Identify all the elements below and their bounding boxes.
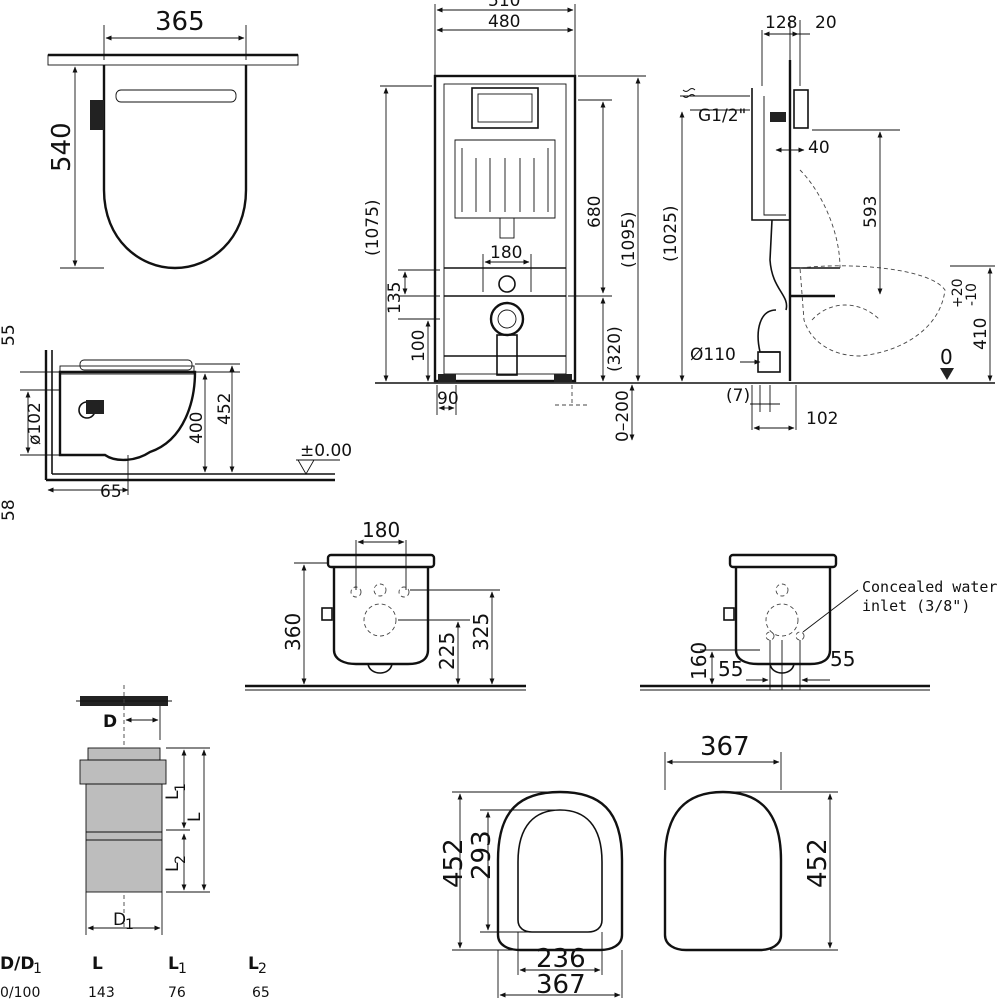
table-header-l: L [92, 954, 103, 974]
frame-side-40-label: 40 [808, 138, 830, 158]
frame-height-100-label: 100 [409, 330, 429, 362]
frame-height-135-label: 135 [385, 282, 405, 314]
side-view-65-label: 65 [100, 482, 122, 502]
connector-l-label: L [185, 812, 205, 822]
connector-d-label: D [103, 712, 117, 732]
frame-side-drain-label: Ø110 [690, 345, 736, 365]
table-cell-l1: 76 [168, 985, 186, 1000]
bowl-front-180-label: 180 [362, 518, 400, 542]
bowl-rear-160-label: 160 [687, 642, 711, 680]
frame-side-410-label: 410 [971, 318, 991, 350]
bowl-front-360-label: 360 [281, 613, 305, 651]
connector-l2-sub: 2 [173, 855, 189, 864]
frame-height-1075-label: (1075) [363, 199, 383, 256]
top-view-drawing [47, 25, 299, 270]
table-cell-l: 143 [88, 985, 115, 1000]
frame-adjust-label: 0–200 [613, 390, 633, 442]
frame-side-drawing [679, 20, 995, 431]
frame-side-1025-label: (1025) [661, 205, 681, 262]
frame-side-tol-minus: -10 [964, 283, 980, 306]
connector-l2-label: L [163, 862, 183, 872]
frame-side-zero-label: 0 [940, 345, 953, 369]
seat-drawing [452, 790, 624, 998]
lid-452-label: 452 [803, 838, 833, 888]
frame-side-inlet-label: G1/2" [698, 106, 746, 126]
frame-height-680-label: 680 [585, 196, 605, 228]
lid-367-label: 367 [700, 732, 750, 762]
connector-d1-sub: 1 [125, 917, 134, 933]
bowl-rear-note-line1: Concealed water [862, 578, 997, 596]
connector-l1-sub: 1 [173, 783, 189, 792]
table-header-l1-sub: 1 [178, 961, 187, 977]
bowl-rear-55a-label: 55 [718, 657, 743, 681]
table-cell-d: 0/100 [0, 985, 40, 1000]
frame-height-1095-label: (1095) [619, 211, 639, 268]
seat-293-label: 293 [467, 830, 497, 880]
table-header-l1: L [168, 954, 179, 974]
side-view-bottom-offset-label: 58 [0, 499, 19, 521]
table-header-d-sub: 1 [33, 961, 42, 977]
frame-side-tol-plus: +20 [950, 278, 966, 308]
connector-l1-label: L [163, 790, 183, 800]
bowl-front-325-label: 325 [469, 613, 493, 651]
side-view-top-offset-label: 55 [0, 324, 19, 346]
table-header-l2-sub: 2 [258, 961, 267, 977]
frame-side-128-label: 128 [765, 13, 797, 33]
frame-width-180-label: 180 [490, 243, 522, 263]
frame-side-20-label: 20 [815, 13, 837, 33]
frame-side-7-label: (7) [726, 386, 750, 406]
bowl-rear-drawing [640, 553, 930, 691]
frame-width-510-label: 510 [488, 0, 520, 11]
connector-drawing [76, 685, 210, 935]
frame-side-593-label: 593 [861, 196, 881, 228]
top-view-width-label: 365 [155, 7, 205, 37]
frame-front-drawing [375, 4, 995, 441]
frame-height-320-label: (320) [605, 326, 625, 372]
frame-side-102-label: 102 [806, 409, 838, 429]
side-view-pipe-label: ø102 [25, 402, 45, 445]
connector-table: D/D 1 L L 1 L 2 0/100 143 76 65 [0, 954, 270, 1000]
frame-width-480-label: 480 [488, 12, 520, 32]
bowl-front-drawing [245, 539, 526, 691]
connector-d1-label: D [113, 910, 126, 930]
table-header-d: D/D [0, 954, 34, 974]
bowl-rear-55b-label: 55 [830, 647, 855, 671]
side-view-400-label: 400 [187, 412, 207, 444]
lid-drawing [663, 752, 838, 952]
bowl-rear-note-line2: inlet (3/8") [862, 597, 970, 615]
bowl-front-225-label: 225 [435, 632, 459, 670]
table-header-l2: L [248, 954, 259, 974]
seat-236-label: 236 [536, 944, 586, 974]
seat-367-label: 367 [536, 970, 586, 1000]
table-cell-l2: 65 [252, 985, 270, 1000]
side-view-drawing [20, 350, 340, 495]
top-view-depth-label: 540 [47, 122, 77, 172]
side-view-452-label: 452 [215, 393, 235, 425]
frame-foot-90-label: 90 [437, 389, 459, 409]
side-view-level-label: ±0.00 [300, 441, 352, 461]
seat-452-label: 452 [439, 838, 469, 888]
